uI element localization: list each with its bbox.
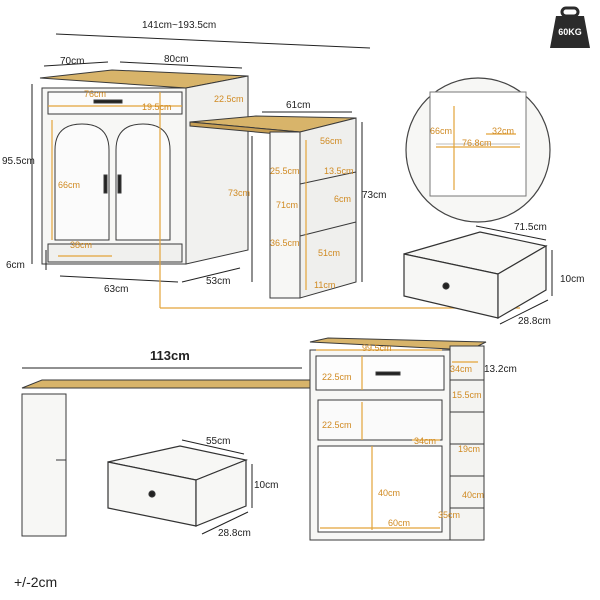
- bottom-shelf-h-label: 22.5cm: [322, 420, 352, 430]
- extension-depth-label: 56cm: [320, 136, 343, 146]
- door-width-label: 38cm: [70, 240, 93, 250]
- drawer-top-depth-label: 28.8cm: [518, 316, 551, 327]
- weight-label: 60KG: [558, 27, 582, 37]
- drawer-top-height-label: 10cm: [560, 274, 585, 285]
- door-height-label: 66cm: [58, 180, 81, 190]
- long-extension: [21, 379, 313, 537]
- drawer-bottom-depth-label: 28.8cm: [218, 528, 251, 539]
- bottom-inner-depth-label: 34cm: [414, 436, 437, 446]
- drawer-handle: [93, 99, 123, 104]
- inset-inner-width-label: 76.8cm: [462, 138, 492, 148]
- drawer-bottom-dims: [181, 439, 253, 535]
- side-40-label: 40cm: [462, 490, 485, 500]
- bottom-top-width-label: 99.5cm: [362, 343, 392, 353]
- drawer-width-label: 76cm: [84, 89, 107, 99]
- bottom-drawer-h-label: 22.5cm: [322, 372, 352, 382]
- bottom-cabinet: [309, 337, 487, 541]
- drawer-bottom-width-label: 55cm: [206, 436, 231, 447]
- shelf-gap-label: 13.5cm: [324, 166, 354, 176]
- base-height-label: 6cm: [6, 260, 25, 271]
- side-35-label: 35cm: [438, 510, 461, 520]
- tolerance-note: +/-2cm: [14, 574, 58, 590]
- shelf-small-label: 6cm: [334, 194, 352, 204]
- right-door-handle: [117, 174, 122, 194]
- total-width-label: 141cm~193.5cm: [142, 20, 217, 31]
- left-door-handle: [103, 174, 108, 194]
- bottom-cabinet-dims: [316, 349, 478, 530]
- cabinet-side: [185, 75, 249, 265]
- top-width-label: 80cm: [164, 54, 189, 65]
- main-cabinet: [39, 69, 249, 265]
- dimension-lines-top: [31, 33, 371, 283]
- bottom-cab-height-label: 40cm: [378, 488, 401, 498]
- shelf-height-label: 71cm: [276, 200, 299, 210]
- lower-shelf-label: 36.5cm: [270, 238, 300, 248]
- drawer-top-width-label: 71.5cm: [514, 222, 547, 233]
- inset-detail: [405, 77, 551, 223]
- drawer-height-label: 19.5cm: [142, 102, 172, 112]
- right-door: [115, 123, 171, 241]
- drawer-bottom-height-label: 10cm: [254, 480, 279, 491]
- total-height-ext-label: 73cm: [362, 190, 387, 201]
- leg-height-label: 73cm: [228, 188, 251, 198]
- extension-width-label: 61cm: [286, 100, 311, 111]
- depth-side-label: 70cm: [60, 56, 85, 67]
- inset-inner-height-label: 66cm: [430, 126, 453, 136]
- bottom-depth-label: 53cm: [206, 276, 231, 287]
- side-15-label: 15.5cm: [452, 390, 482, 400]
- bottom-inner-width-label: 60cm: [388, 518, 411, 528]
- drawer-top-dims: [475, 225, 553, 325]
- drawer-top-right: [403, 231, 548, 320]
- side-13-label: 13.2cm: [484, 364, 517, 375]
- shelf-width-label: 51cm: [318, 248, 341, 258]
- extension-length-label: 113cm: [150, 348, 190, 363]
- inset-shelf-depth-label: 32cm: [492, 126, 515, 136]
- foot-label: 11cm: [314, 280, 336, 290]
- extension-gap-label: 22.5cm: [214, 94, 244, 104]
- bottom-width-label: 63cm: [104, 284, 129, 295]
- height-total-label: 95.5cm: [2, 156, 35, 167]
- left-door: [54, 123, 110, 241]
- extension-table: [189, 115, 357, 299]
- side-19-label: 19cm: [458, 444, 481, 454]
- drawer-bottom: [107, 445, 249, 527]
- shelf-top-label: 25.5cm: [270, 166, 300, 176]
- cabinet-base: [47, 243, 183, 263]
- side-34-label: 34cm: [450, 364, 473, 374]
- weight-icon: [550, 6, 590, 48]
